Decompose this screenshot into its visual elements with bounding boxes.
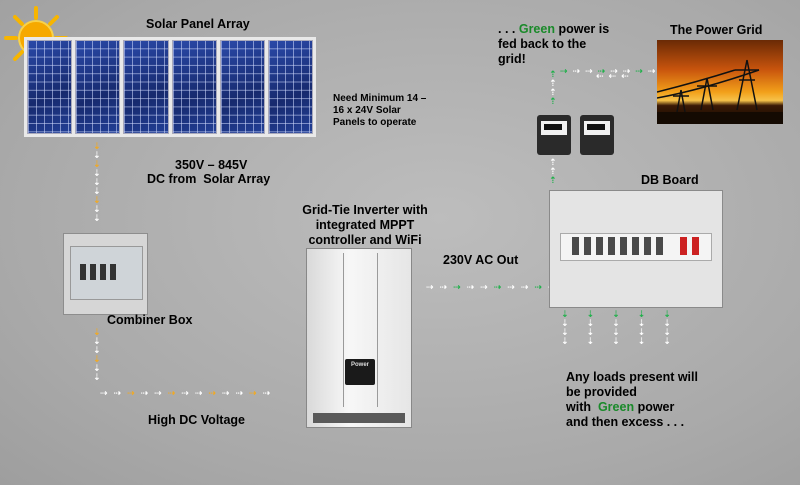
dc-flow-arrows-down-2: ⇣⇣⇣⇣⇣⇣	[93, 327, 101, 382]
ac-flow-arrows-right: ⇢⇢⇢⇢⇢⇢⇢⇢⇢⇢	[426, 282, 556, 292]
solar-panel	[171, 40, 217, 134]
solar-panel	[267, 40, 314, 134]
feed-flow-arrows-right: ⇢⇢⇢⇢⇢⇢⇢⇢	[560, 66, 661, 76]
dc-flow-arrows-down: ⇣⇣⇣⇣⇣⇣⇣⇣⇣	[93, 141, 101, 223]
solar-panel	[219, 40, 265, 134]
return-flow-arrows-left: ⇠⇠⇠	[596, 71, 634, 81]
dc-flow-arrows-right: ⇢⇢⇢⇢⇢⇢⇢⇢⇢⇢⇢⇢⇢	[100, 388, 277, 398]
dc-source-label: DC from Solar Array	[147, 172, 271, 186]
combiner-box	[63, 233, 148, 315]
loads-note: Any loads present will be provided with …	[566, 370, 698, 429]
electricity-meter	[537, 115, 571, 155]
inverter-display: Power	[345, 359, 375, 385]
solar-panel	[27, 40, 73, 134]
db-board-label: DB Board	[641, 173, 699, 187]
load-flow-arrows-down: ⇣⇣⇣⇣⇣ ⇣⇣⇣⇣⇣ ⇣⇣⇣⇣⇣ ⇣⇣⇣⇣⇣	[561, 309, 689, 346]
power-grid-image	[656, 40, 783, 124]
solar-array-title: Solar Panel Array	[146, 17, 250, 31]
solar-panel	[123, 40, 169, 134]
combiner-box-label: Combiner Box	[107, 313, 193, 327]
ac-output-label: 230V AC Out	[443, 253, 519, 267]
power-grid-title: The Power Grid	[670, 23, 763, 37]
inverter-label: Grid-Tie Inverter with integrated MPPT c…	[302, 203, 428, 247]
solar-panel-array	[24, 37, 316, 137]
feed-flow-arrows-up-2: ⇡⇡⇡	[549, 157, 557, 185]
solar-panel	[75, 40, 121, 134]
feed-back-note: . . . Green power is fed back to the gri…	[498, 22, 610, 66]
db-board	[549, 190, 723, 308]
panel-requirement-note: Need Minimum 14 – 16 x 24V Solar Panels …	[333, 93, 427, 128]
dc-voltage-range: 350V – 845V	[175, 158, 248, 172]
grid-tie-inverter: Power	[306, 248, 412, 428]
electricity-meter	[580, 115, 614, 155]
feed-flow-arrows-up: ⇡⇡⇡⇡	[549, 69, 557, 106]
high-dc-voltage-label: High DC Voltage	[148, 413, 245, 427]
